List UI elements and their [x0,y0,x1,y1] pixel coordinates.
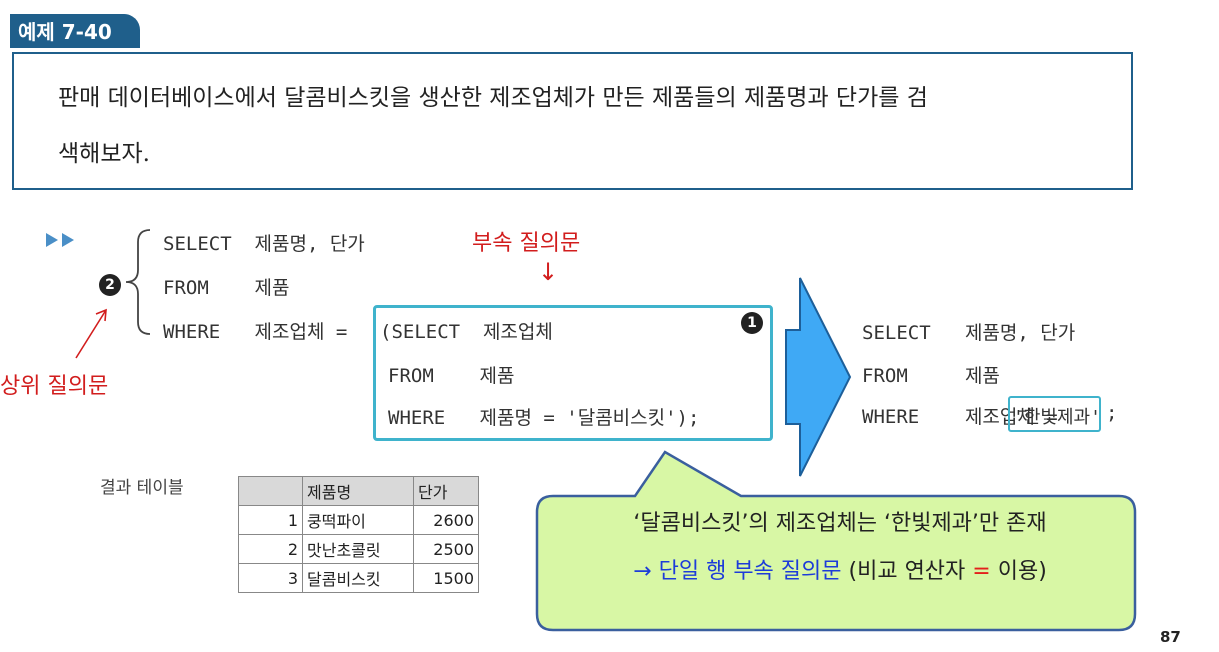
row-price: 2500 [413,534,479,564]
outer-query-line-1: SELECT 제품명, 단가 [163,233,365,255]
header-cell-price: 단가 [413,476,479,506]
problem-line-1: 판매 데이터베이스에서 달콤비스킷을 생산한 제조업체가 만든 제품들의 제품명… [58,85,928,111]
down-arrow-icon: ↓ [538,258,559,286]
table-row: 3 달콤비스킷 1500 [238,563,479,593]
result-table: 제품명 단가 1 쿵떡파이 2600 2 맛난초콜릿 2500 3 달콤비스킷 … [238,476,479,593]
badge-2-icon: 2 [99,274,121,296]
result-query-line-1: SELECT 제품명, 단가 [862,322,1076,344]
header-cell-index [238,476,303,506]
example-tab: 예제 7-40 [10,14,140,48]
table-row: 2 맛난초콜릿 2500 [238,534,479,564]
problem-line-2: 색해보자. [58,141,150,167]
result-table-caption: 결과 테이블 [100,478,184,498]
row-index: 3 [238,563,303,593]
row-index: 1 [238,505,303,535]
result-value-box [1008,396,1101,432]
callout-text: ‘달콤비스킷’의 제조업체는 ‘한빛제과’만 존재 → 단일 행 부속 질의문 … [540,500,1140,596]
subquery-box [373,305,773,441]
page-number: 87 [1160,628,1181,646]
table-row: 1 쿵떡파이 2600 [238,505,479,535]
result-value: '한빛제과' [1013,407,1101,428]
callout-paren-close: 이용) [997,559,1047,584]
header-cell-name: 제품명 [302,476,414,506]
problem-text: 판매 데이터베이스에서 달콤비스킷을 생산한 제조업체가 만든 제품들의 제품명… [58,70,1118,182]
callout-highlight: 단일 행 부속 질의문 [658,559,842,584]
row-product: 맛난초콜릿 [302,534,414,564]
sub-query-line-1: (SELECT 제조업체 [380,321,553,343]
row-product: 쿵떡파이 [302,505,414,535]
subquery-label: 부속 질의문 [472,231,581,256]
result-query-line-2: FROM 제품 [862,365,1000,387]
left-brace [125,229,151,335]
badge-1-icon: 1 [741,312,763,334]
result-query-line-3: WHERE 제조업체 = [862,406,1058,428]
play-arrows-icon [46,233,74,247]
callout-operator: = [972,559,991,584]
row-index: 2 [238,534,303,564]
diagonal-arrow-icon [75,308,107,359]
sub-query-line-3: WHERE 제품명 = '달콤비스킷'); [388,407,700,429]
row-price: 1500 [413,563,479,593]
callout-arrow: → [633,559,652,584]
table-header-row: 제품명 단가 [238,476,479,506]
row-product: 달콤비스킷 [302,563,414,593]
callout-bubble [535,450,1137,632]
big-right-arrow-icon [785,277,852,477]
outer-query-line-2: FROM 제품 [163,277,290,299]
row-price: 2600 [413,505,479,535]
sub-query-line-2: FROM 제품 [388,365,515,387]
problem-box [12,52,1133,190]
result-semicolon: ; [1106,402,1118,424]
outer-query-line-3: WHERE 제조업체 = [163,321,348,343]
callout-line-1: ‘달콤비스킷’의 제조업체는 ‘한빛제과’만 존재 [633,511,1047,536]
callout-paren-open: (비교 연산자 [848,559,966,584]
mainquery-label: 상위 질의문 [0,374,109,399]
callout-line-2: → 단일 행 부속 질의문 (비교 연산자 = 이용) [540,548,1140,596]
